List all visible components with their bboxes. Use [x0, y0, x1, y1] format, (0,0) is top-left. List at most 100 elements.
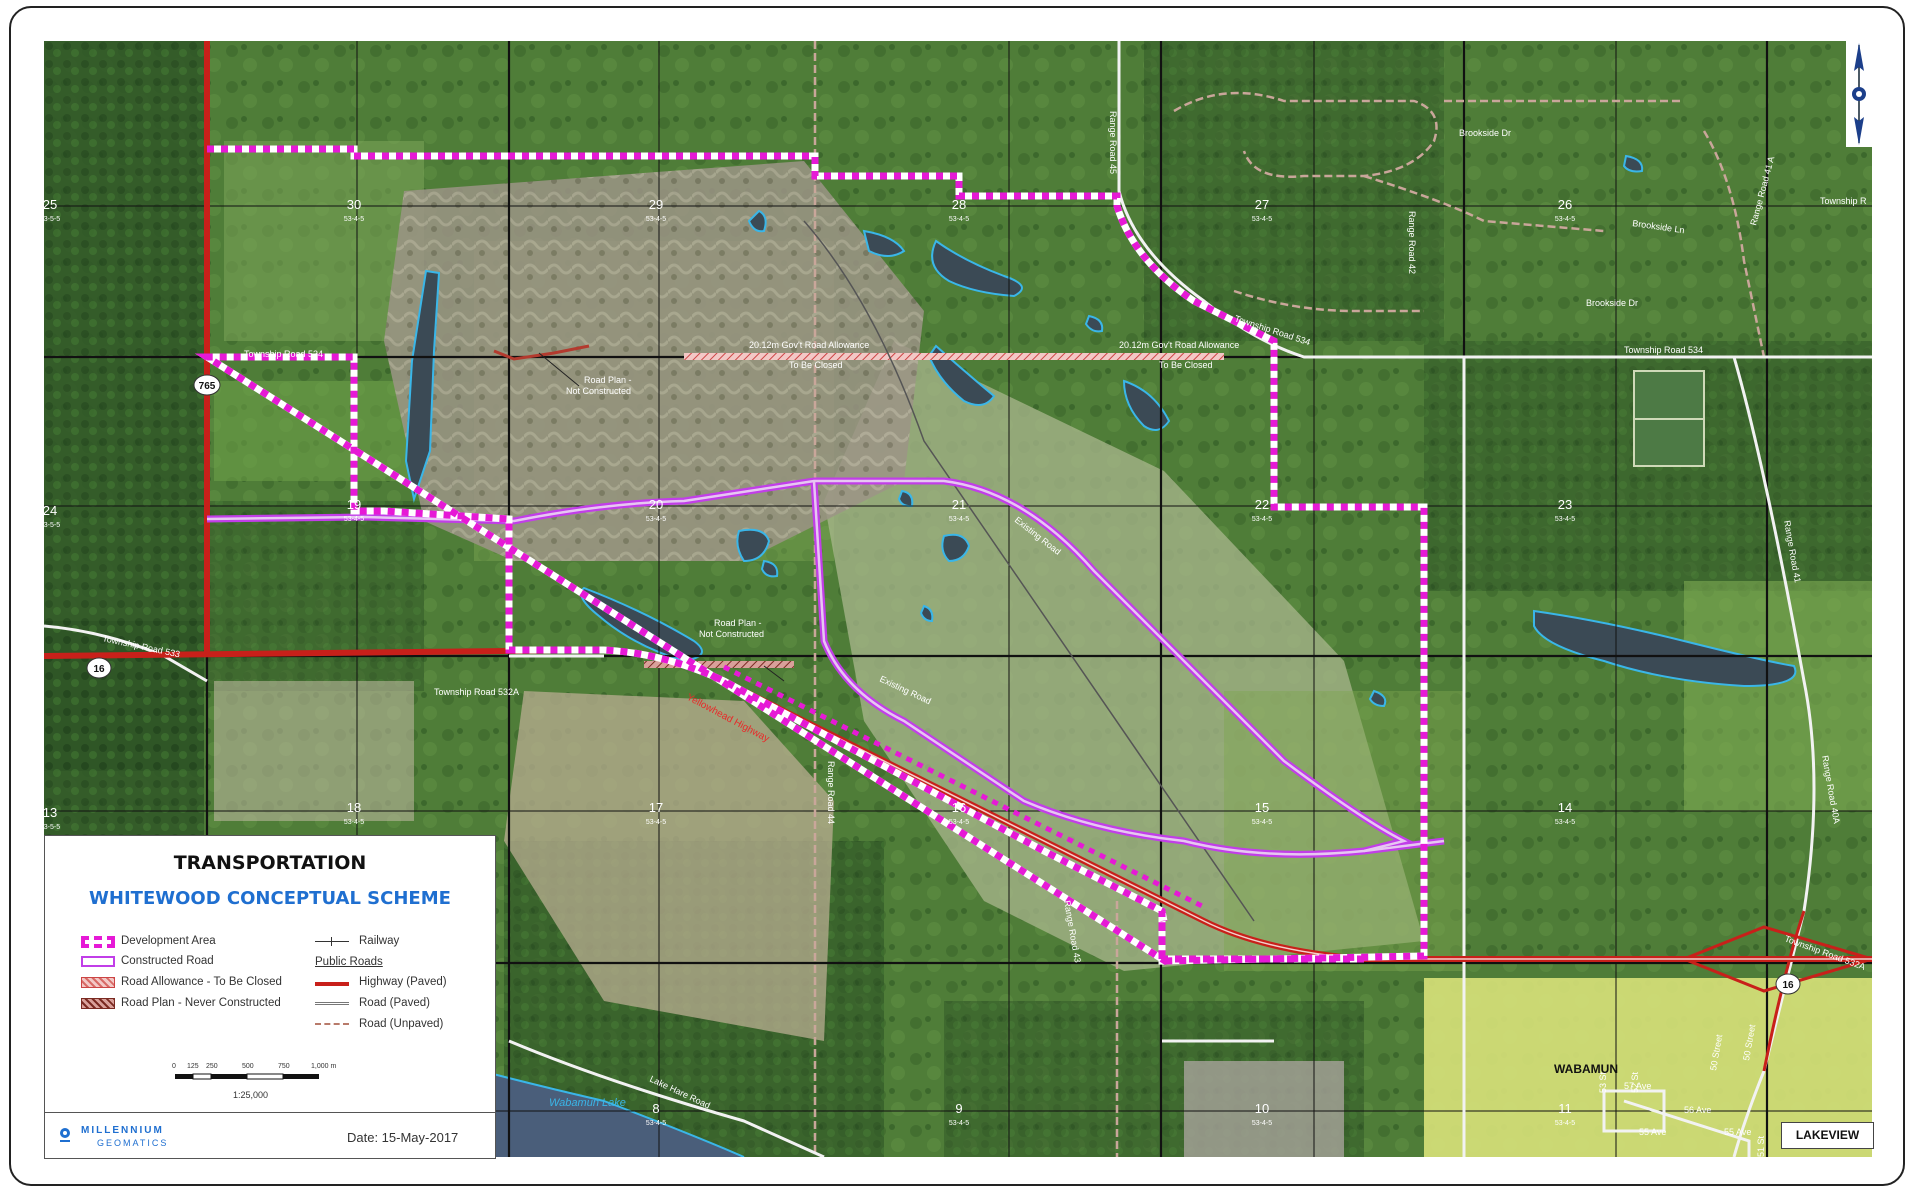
section-number: 8	[652, 1101, 659, 1116]
road-label: Not Constructed	[566, 386, 631, 396]
section-number: 18	[347, 800, 361, 815]
legend-subtitle: WHITEWOOD CONCEPTUAL SCHEME	[89, 888, 451, 909]
scale-tick: 125	[187, 1063, 199, 1070]
legend-item: Road (Paved)	[359, 997, 430, 1009]
section-number: 15	[1255, 800, 1269, 815]
unpaved-roads	[813, 41, 1766, 1157]
road-label: 53 St	[1598, 1071, 1608, 1093]
road-allowance-swatch	[81, 977, 115, 988]
scale-tick: 1,000 m	[311, 1063, 337, 1070]
section-code: 53-4-5	[646, 516, 666, 523]
section-number: 16	[952, 800, 966, 815]
section-number: 19	[347, 497, 361, 512]
section-number: 25	[44, 197, 57, 212]
scale-tick: 250	[206, 1063, 218, 1070]
svg-text:16: 16	[1782, 980, 1794, 991]
road-label: Range Road 44	[826, 761, 836, 824]
section-code: 53-4-5	[344, 819, 364, 826]
constructed-road-swatch	[81, 956, 115, 967]
quarter-grid	[44, 41, 1872, 1157]
section-code: 53-4-5	[646, 1120, 666, 1127]
section-number: 21	[952, 497, 966, 512]
road-label: 20.12m Gov't Road Allowance	[749, 340, 869, 350]
section-number: 20	[649, 497, 663, 512]
development-area-swatch	[81, 936, 115, 948]
highway-765-shield: 765	[193, 374, 221, 396]
legend-heading: Public Roads	[315, 956, 383, 968]
highway-16-shield: 16	[86, 657, 112, 679]
section-code: 53-4-5	[1252, 1120, 1272, 1127]
road-label: 56 Ave	[1684, 1105, 1711, 1115]
section-code: 53-4-5	[949, 819, 969, 826]
gravel-pit	[214, 681, 414, 821]
scale-ratio: 1:25,000	[233, 1090, 269, 1100]
road-label: Township R	[1820, 196, 1867, 206]
svg-text:16: 16	[93, 664, 105, 675]
road-label: 55 Ave	[1724, 1127, 1751, 1137]
legend-item: Development Area	[121, 935, 216, 947]
road-plan-not-constructed	[493, 344, 590, 361]
section-code: 53-4-5	[1555, 1120, 1575, 1127]
legend-item: Constructed Road	[121, 955, 214, 967]
section-number: 14	[1558, 800, 1572, 815]
lakeview-label: LAKEVIEW	[1781, 1122, 1874, 1149]
legend-divider	[45, 1112, 495, 1113]
section-code: 53-4-5	[646, 819, 666, 826]
road-label: Range Road 45	[1108, 111, 1118, 174]
section-code: 53-4-5	[646, 216, 666, 223]
section-number: 29	[649, 197, 663, 212]
road-plan-not-constructed	[644, 661, 794, 668]
lake-label: Wabamun Lake	[549, 1097, 626, 1109]
legend-title: TRANSPORTATION	[173, 852, 367, 874]
legend-item: Railway	[359, 935, 400, 947]
section-number: 10	[1255, 1101, 1269, 1116]
road-label: Township Road 534	[1624, 345, 1703, 355]
section-code: 53-4-5	[949, 1120, 969, 1127]
road-label: Not Constructed	[699, 629, 764, 639]
road-label: Township Road 532A	[434, 687, 519, 697]
section-code: 53-4-5	[949, 216, 969, 223]
highway-swatch	[315, 982, 349, 986]
legend-item: Road Allowance - To Be Closed	[121, 976, 282, 988]
section-number: 24	[44, 503, 57, 518]
scale-tick: 0	[172, 1063, 176, 1070]
section-code: 53-5-5	[44, 522, 60, 529]
gravel-pit	[504, 691, 834, 1041]
road-label: 52 St	[1630, 1071, 1640, 1093]
railway-swatch	[315, 941, 349, 942]
road-label: Brookside Dr	[1586, 298, 1638, 308]
section-number: 13	[44, 805, 57, 820]
section-code: 53-4-5	[1252, 819, 1272, 826]
section-code: 53-4-5	[1555, 819, 1575, 826]
road-label: To Be Closed	[789, 360, 843, 370]
forest-area	[44, 621, 204, 771]
section-code: 53-5-5	[44, 216, 60, 223]
forest-area	[204, 501, 424, 691]
highway-16-shield: 16	[1775, 973, 1801, 995]
road-label: 57 Ave	[1624, 1081, 1651, 1091]
road-label: Township Road 534	[244, 349, 323, 359]
compass-icon	[1846, 41, 1872, 147]
section-number: 26	[1558, 197, 1572, 212]
company-name: MILLENNIUM	[81, 1125, 164, 1136]
road-label: To Be Closed	[1159, 360, 1213, 370]
section-code: 53-4-5	[1252, 516, 1272, 523]
legend-item: Highway (Paved)	[359, 976, 447, 988]
section-number: 17	[649, 800, 663, 815]
millennium-logo-icon	[60, 1128, 70, 1142]
railway-tick	[331, 937, 332, 946]
development-area-boundary	[194, 145, 1428, 966]
railway	[803, 220, 1255, 922]
section-code: 53-5-5	[44, 824, 60, 831]
forest-area	[1144, 41, 1444, 341]
open-field	[1684, 581, 1872, 811]
section-number: 9	[955, 1101, 962, 1116]
industrial-area	[1184, 1061, 1344, 1157]
mine-area	[384, 161, 924, 561]
legend-item: Road Plan - Never Constructed	[121, 997, 281, 1009]
legend-item: Road (Unpaved)	[359, 1018, 444, 1030]
section-code: 53-4-5	[344, 216, 364, 223]
ponds	[404, 154, 1797, 708]
unpaved-road-swatch	[315, 1023, 349, 1025]
section-number: 22	[1255, 497, 1269, 512]
